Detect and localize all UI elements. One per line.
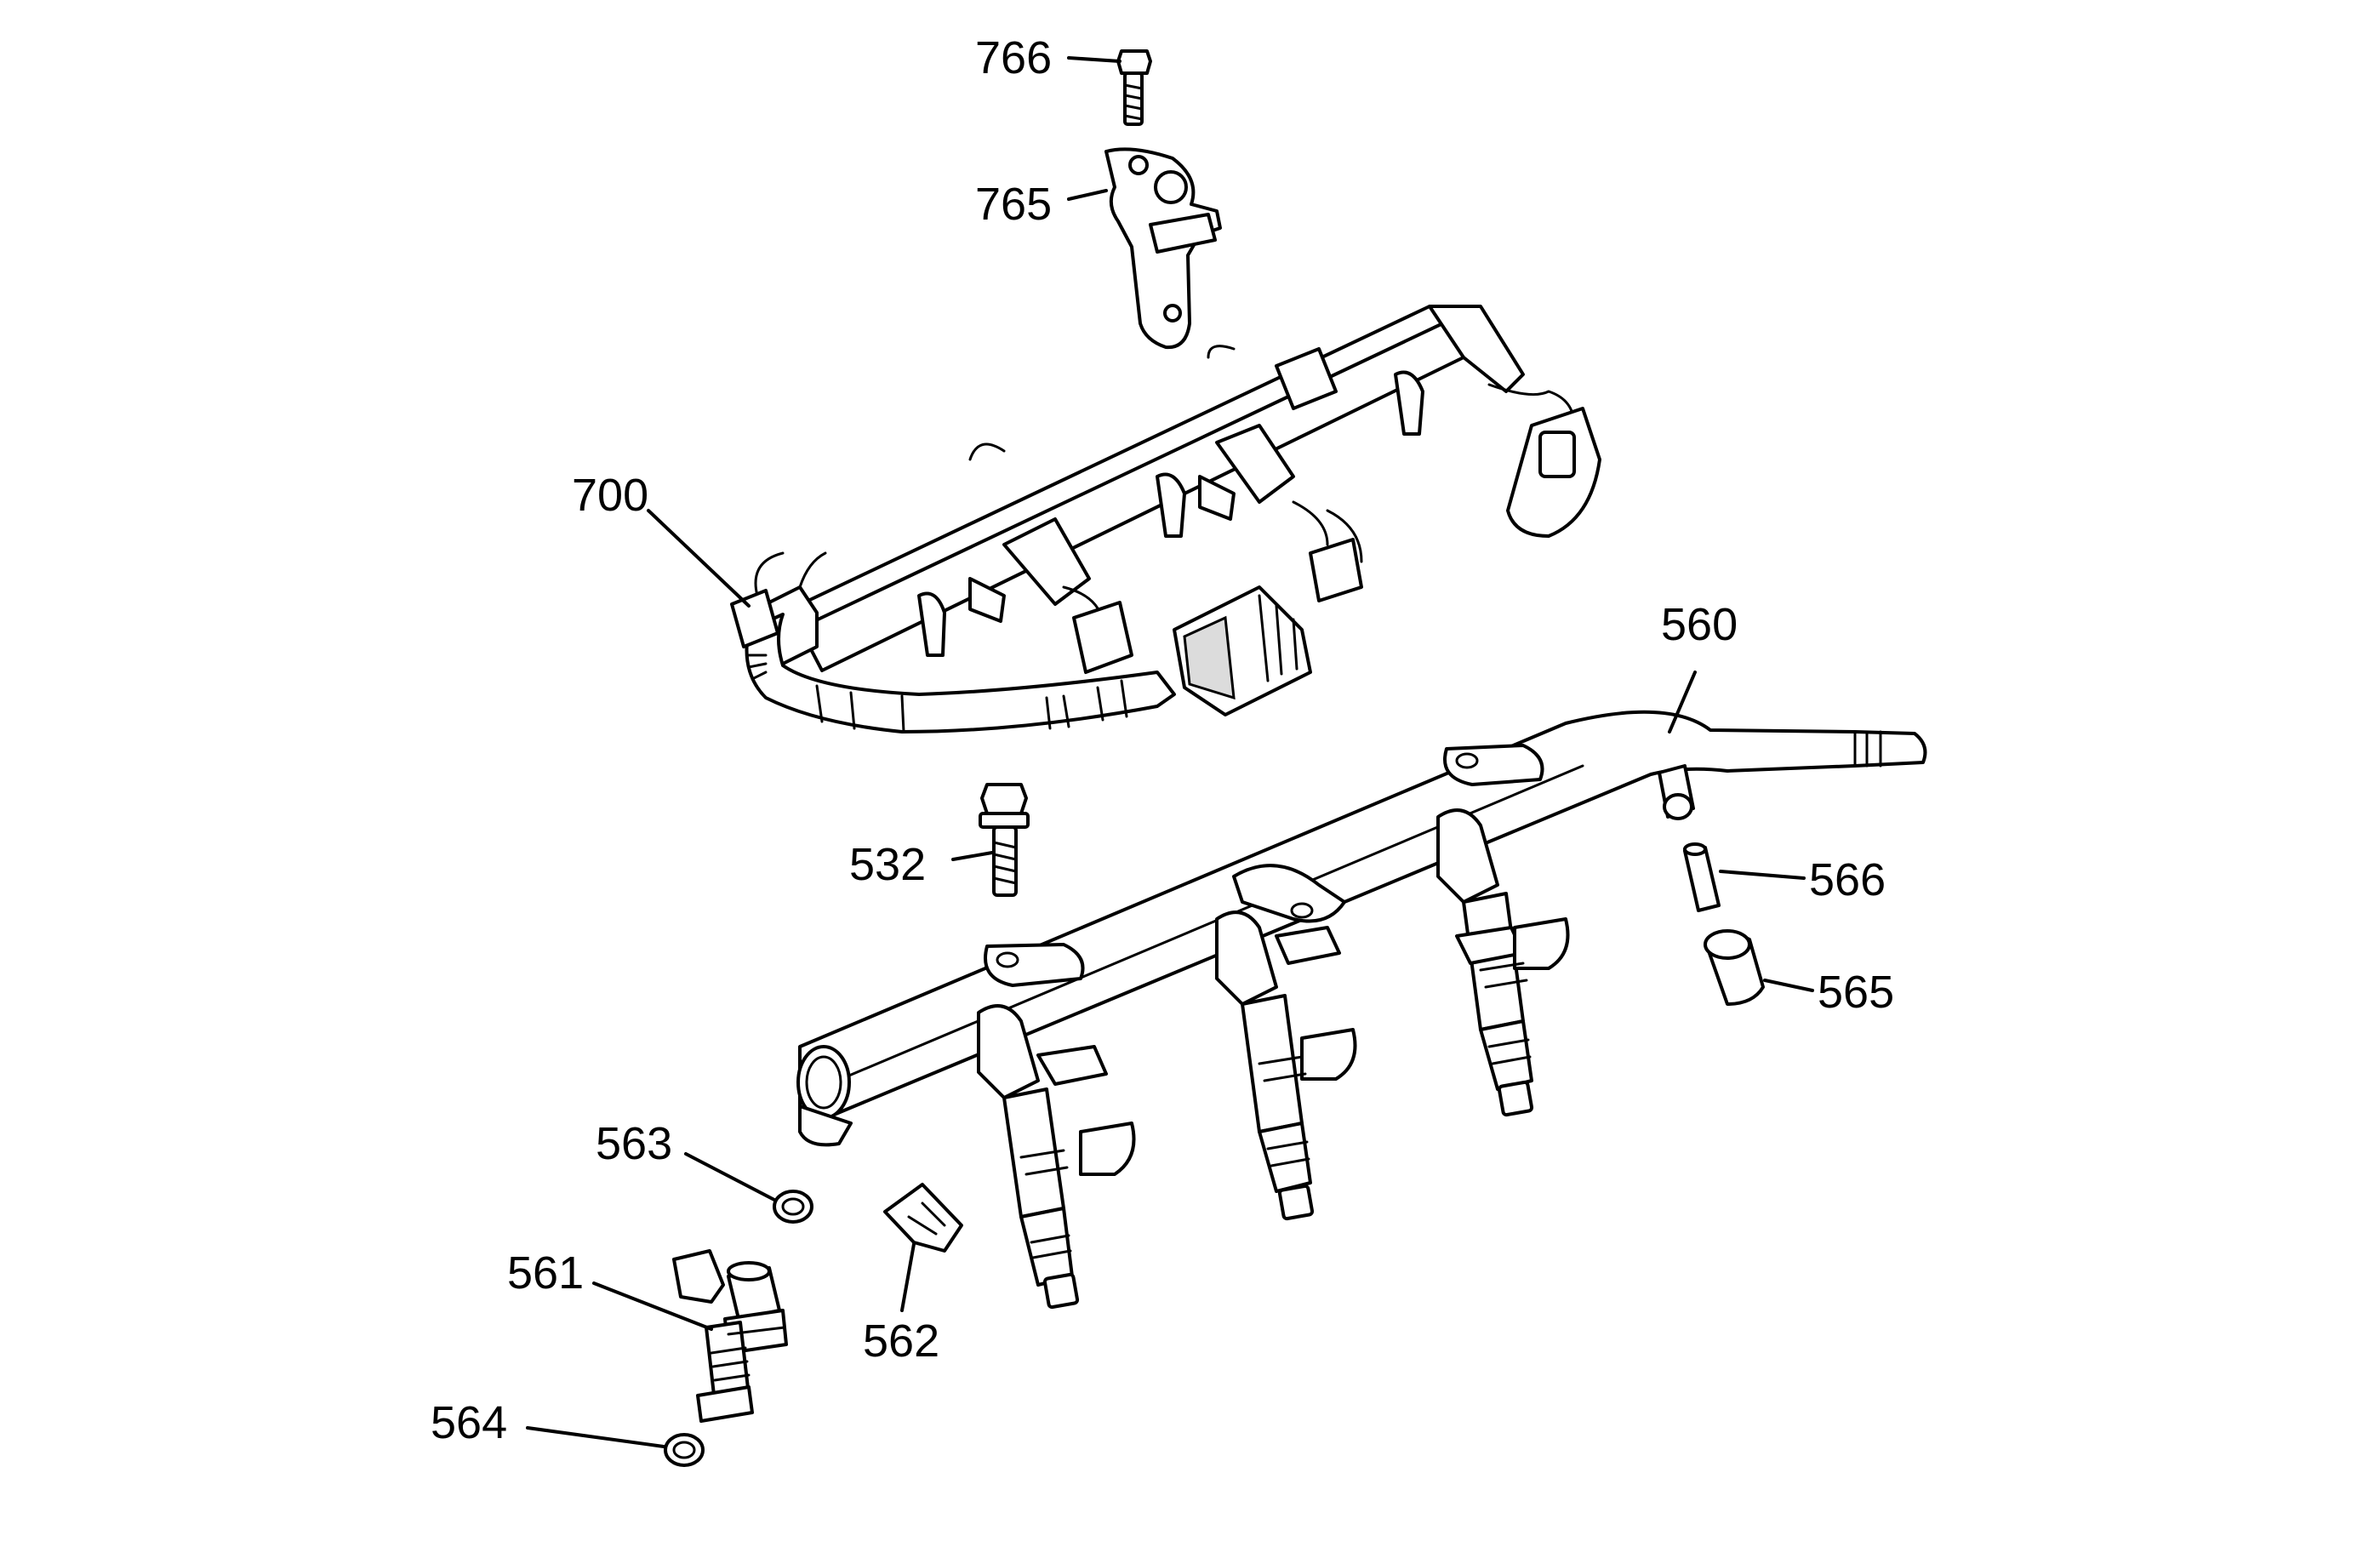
leader-560 xyxy=(1668,671,1697,733)
rail-injector-1 xyxy=(1002,1045,1136,1310)
fuel-rail-560 xyxy=(796,710,1927,1147)
leader-561 xyxy=(592,1281,713,1331)
callout-700: 700 xyxy=(572,470,648,521)
callout-765: 765 xyxy=(975,179,1052,230)
bolt-532 xyxy=(979,783,1030,897)
leader-700 xyxy=(647,509,751,608)
fuel-injector-561 xyxy=(672,1249,788,1423)
callout-532: 532 xyxy=(849,839,926,890)
callout-562: 562 xyxy=(863,1316,939,1367)
callout-561: 561 xyxy=(507,1247,584,1299)
callout-565: 565 xyxy=(1818,967,1894,1018)
rail-injector-3 xyxy=(1455,892,1570,1117)
callout-766: 766 xyxy=(975,32,1052,83)
leader-532 xyxy=(951,851,994,861)
tube-566 xyxy=(1683,842,1721,912)
callout-564: 564 xyxy=(431,1397,507,1448)
callout-566: 566 xyxy=(1809,854,1886,905)
callout-labels: 766 765 700 560 532 566 565 563 561 562 … xyxy=(431,32,1894,1448)
leader-765 xyxy=(1067,189,1108,201)
wiring-harness-700 xyxy=(730,305,1601,733)
leader-lines xyxy=(526,56,1814,1448)
o-ring-564 xyxy=(664,1433,705,1467)
leader-563 xyxy=(684,1152,776,1202)
retainer-clip-562 xyxy=(883,1183,963,1253)
leader-564 xyxy=(526,1426,665,1448)
leader-565 xyxy=(1763,979,1814,992)
leader-566 xyxy=(1719,870,1806,880)
callout-563: 563 xyxy=(596,1118,672,1169)
callout-560: 560 xyxy=(1661,599,1738,650)
bolt-766 xyxy=(1116,49,1152,126)
rail-injector-2 xyxy=(1241,926,1357,1221)
leader-562 xyxy=(900,1242,916,1312)
cap-565 xyxy=(1704,929,1765,1006)
bracket-765 xyxy=(1104,147,1222,350)
o-ring-563 xyxy=(773,1190,813,1224)
leader-766 xyxy=(1067,56,1122,63)
